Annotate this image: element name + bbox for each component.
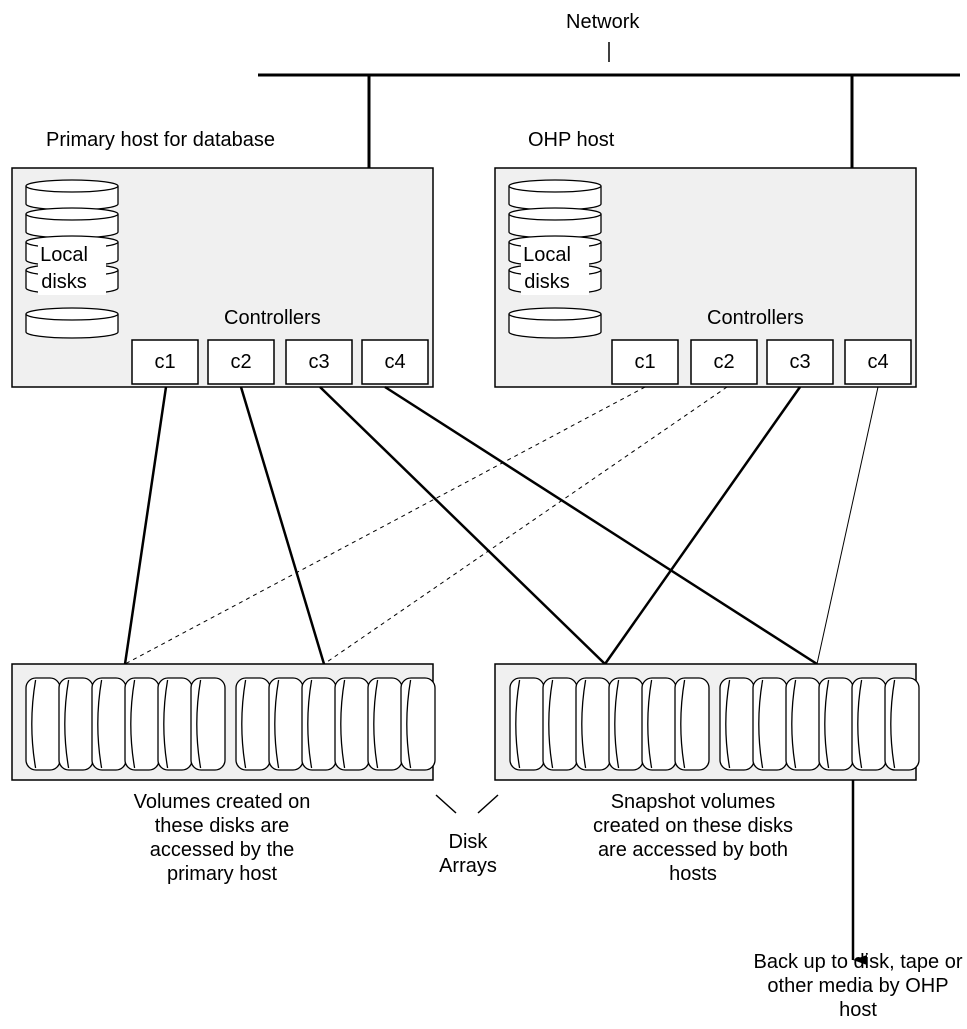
primary-controller-box-1 xyxy=(131,339,199,385)
snapshot-array-disks xyxy=(509,677,920,771)
primary-local-disk-1 xyxy=(25,179,119,211)
primary-array-disk-4 xyxy=(124,677,160,771)
snapshot-array-disk-10 xyxy=(818,677,854,771)
primary-controller-c4: c4 xyxy=(384,351,406,373)
ohp-local-disk-5 xyxy=(508,307,602,339)
ohp-local-disks-label-line2: disks xyxy=(524,271,570,293)
ohp-controllers-label: Controllers xyxy=(707,307,804,329)
primary-array-disk-1 xyxy=(25,677,61,771)
snapshot-array-disk-4 xyxy=(608,677,644,771)
ohp-local-disks-icon xyxy=(508,179,602,339)
ohp-controller-c2: c2 xyxy=(713,351,735,373)
ohp-local-disk-2 xyxy=(508,207,602,239)
snapshot-array-disk-6 xyxy=(674,677,710,771)
ohp-c1-to-array1 xyxy=(124,386,646,665)
primary-local-disks-label-line2: disks xyxy=(41,271,87,293)
ohp-controller-c4: c4 xyxy=(867,351,889,373)
ohp-controller-c3: c3 xyxy=(789,351,811,373)
primary-controller-box-2 xyxy=(207,339,275,385)
primary-array-disk-5 xyxy=(157,677,193,771)
disk-arrays-pointer-right xyxy=(477,794,499,814)
primary-array-disk-11 xyxy=(367,677,403,771)
primary-c2-to-array1 xyxy=(239,386,326,665)
ohp-local-disks-label-line1: Local xyxy=(523,244,571,266)
snapshot-array-disk-5 xyxy=(641,677,677,771)
snapshot-array-caption: Snapshot volumes created on these disks … xyxy=(592,791,794,885)
disk-arrays-label: Disk Arrays xyxy=(439,831,497,877)
backup-caption: Back up to disk, tape or other media by … xyxy=(753,951,963,1021)
primary-controller-c3: c3 xyxy=(308,351,330,373)
network-label: Network xyxy=(566,11,640,33)
ohp-c4-to-array2 xyxy=(816,386,879,665)
primary-array-disk-9 xyxy=(301,677,337,771)
primary-array-disk-8 xyxy=(268,677,304,771)
primary-controller-c1: c1 xyxy=(154,351,176,373)
disk-arrays-pointer-left xyxy=(435,794,457,814)
connections xyxy=(123,385,879,666)
primary-c4-to-array2 xyxy=(384,385,818,666)
ohp-controller-box-3 xyxy=(766,339,834,385)
primary-local-disk-2 xyxy=(25,207,119,239)
primary-array-caption: Volumes created on these disks are acces… xyxy=(133,791,311,885)
ohp-local-disk-label-plate xyxy=(521,243,589,295)
primary-c3-to-array2 xyxy=(319,386,606,665)
primary-controller-box-4 xyxy=(361,339,429,385)
primary-controllers-label: Controllers xyxy=(224,307,321,329)
snapshot-array-disk-3 xyxy=(575,677,611,771)
primary-local-disks-label-line1: Local xyxy=(40,244,88,266)
snapshot-array-disk-2 xyxy=(542,677,578,771)
primary-array-disk-10 xyxy=(334,677,370,771)
primary-local-disks-icon xyxy=(25,179,119,339)
snapshot-array-disk-11 xyxy=(851,677,887,771)
primary-local-disk-label-plate xyxy=(38,243,106,295)
ohp-local-disk-1 xyxy=(508,179,602,211)
primary-array-disk-7 xyxy=(235,677,271,771)
ohp-controller-box-2 xyxy=(690,339,758,385)
primary-local-disk-5 xyxy=(25,307,119,339)
ohp-c2-to-array1 xyxy=(323,386,728,665)
primary-array-disk-2 xyxy=(58,677,94,771)
snapshot-array-disk-1 xyxy=(509,677,545,771)
ohp-controller-box-4 xyxy=(844,339,912,385)
controller-boxes xyxy=(131,339,912,385)
ohp-controller-box-1 xyxy=(611,339,679,385)
ohp-controller-c1: c1 xyxy=(634,351,656,373)
snapshot-array-disk-7 xyxy=(719,677,755,771)
snapshot-array-disk-8 xyxy=(752,677,788,771)
primary-array-disk-6 xyxy=(190,677,226,771)
snapshot-array-disk-12 xyxy=(884,677,920,771)
primary-host-label: Primary host for database xyxy=(46,129,275,151)
primary-array-disks xyxy=(25,677,436,771)
primary-array-disk-12 xyxy=(400,677,436,771)
primary-c1-to-array1 xyxy=(123,386,168,665)
snapshot-array-disk-9 xyxy=(785,677,821,771)
ohp-c3-to-array2 xyxy=(603,386,802,665)
primary-array-disk-3 xyxy=(91,677,127,771)
primary-controller-c2: c2 xyxy=(230,351,252,373)
ohp-host-label: OHP host xyxy=(528,129,615,151)
primary-controller-box-3 xyxy=(285,339,353,385)
